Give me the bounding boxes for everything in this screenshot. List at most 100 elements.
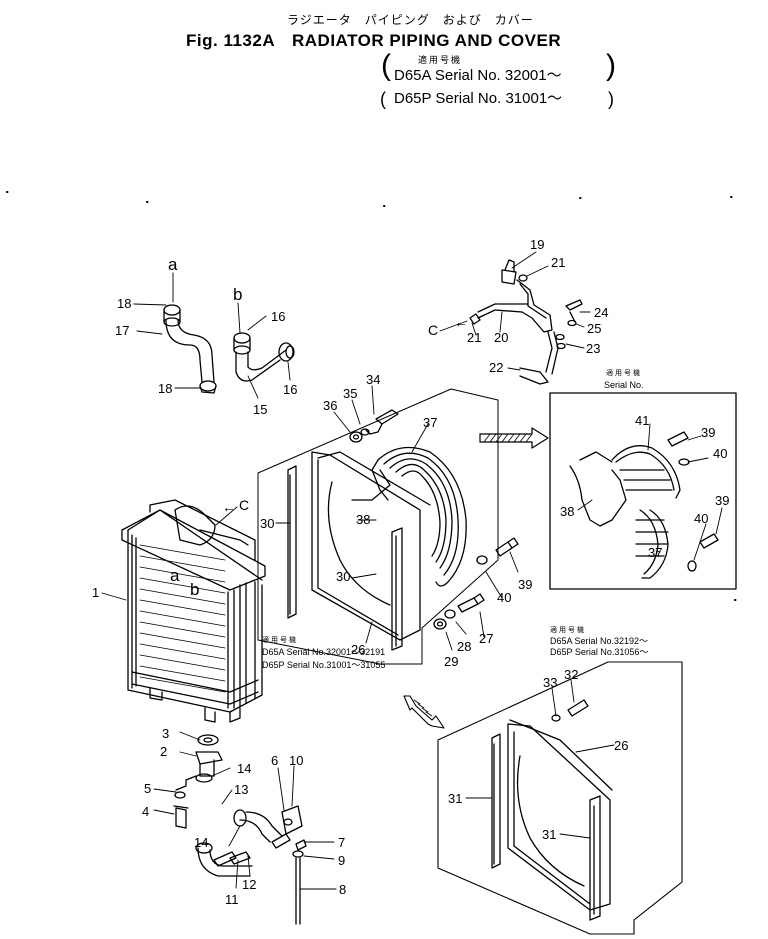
direction-arrow-icon: ← [454,314,468,330]
callout-30: 30 [260,516,275,531]
callout-38: 38 [356,512,371,527]
lower-bolt-32 [551,699,589,722]
callout-1: 1 [92,585,100,600]
callout-2: 2 [160,744,168,759]
bolt-27-group [433,593,485,630]
callout-16-b: 16 [283,382,298,397]
connection-label-c: C [428,322,439,338]
callout-31: 31 [448,791,463,806]
callout-34: 34 [366,372,381,387]
callout-15: 15 [253,402,268,417]
callout-7: 7 [338,835,346,850]
callout-6: 6 [271,753,279,768]
callout-25: 25 [587,321,602,336]
hatched-arrow-to-inset [479,427,549,449]
callout-26-b: 26 [614,738,629,753]
callout-3: 3 [162,726,170,741]
callout-22: 22 [489,360,504,375]
stray-dots [6,191,737,601]
mid-applicable-jp: 適用号機 [262,637,298,644]
callout-4: 4 [142,804,150,819]
callout-40-b: 40 [713,446,728,461]
low-serial-line-2: D65P Serial No.31056～ [550,647,649,657]
side-strip-30 [287,465,403,651]
callout-18-b: 18 [158,381,173,396]
callout-31-b: 31 [542,827,557,842]
lower-shroud-box [437,661,683,935]
leader-lines [101,251,723,890]
callout-21: 21 [551,255,566,270]
direction-arrow-2-icon: ← [222,499,236,515]
callout-14: 14 [237,761,252,776]
page-title: RADIATOR PIPING AND COVER [292,31,562,50]
fan-guard-37 [351,446,467,587]
callout-36: 36 [323,398,338,413]
callout-8: 8 [339,882,347,897]
callout-20: 20 [494,330,509,345]
callout-12: 12 [242,877,257,892]
hatched-double-arrow [403,695,445,729]
paren-close-icon: ) [606,49,616,82]
callout-41: 41 [635,413,650,428]
serial-line-1: D65A Serial No. 32001～ [394,67,562,84]
callout-24: 24 [594,305,609,320]
air-vent-pipe-group [469,259,583,385]
applicable-label-jp: 適用号機 [418,55,463,65]
low-serial-line-1: D65A Serial No.32192～ [550,636,649,646]
bolt-washer-group-34 [349,409,399,443]
callout-35: 35 [343,386,358,401]
arrow-hatching [483,433,533,443]
callout-39-b: 39 [701,425,716,440]
callout-33: 33 [543,675,558,690]
inset-fan-guard-41 [569,431,719,579]
paren-open-2-icon: ( [380,89,386,109]
callout-40: 40 [497,590,512,605]
mid-serial-line-1: D65A Serial No.32001～32191 [262,647,386,657]
callout-26: 26 [351,642,366,657]
callout-18: 18 [117,296,132,311]
fan-shroud-26 [311,451,431,641]
fan-guard-inset-box [549,392,737,590]
lower-shroud-26 [507,719,613,911]
callout-29: 29 [444,654,459,669]
paren-close-2-icon: ) [608,89,614,109]
paren-open-icon: ( [381,49,391,82]
connection-label-a: a [168,255,178,274]
callout-19: 19 [530,237,545,252]
lower-strip-31 [491,733,601,921]
water-hose-17 [163,304,217,394]
water-hose-15 [233,332,295,382]
callout-9: 9 [338,853,346,868]
figure-number: Fig. 1132A [186,31,276,50]
callout-38-b: 38 [560,504,575,519]
connection-label-a-2: a [170,566,180,585]
callout-40-c: 40 [694,511,709,526]
callout-28: 28 [457,639,472,654]
radiator-assembly [121,499,266,723]
connection-label-b: b [233,285,243,304]
callout-11: 11 [225,892,239,907]
callout-30-b: 30 [336,569,351,584]
japanese-title: ラジエータ パイピング および カバー [287,13,534,27]
callout-13: 13 [234,782,249,797]
callout-27: 27 [479,631,494,646]
callout-10: 10 [289,753,304,768]
callout-37: 37 [423,415,438,430]
callout-14-b: 14 [194,835,209,850]
connection-label-b-2: b [190,580,200,599]
shroud-area-outline [257,388,499,665]
connection-label-c-2: C [239,497,250,513]
callout-39: 39 [518,577,533,592]
lower-pipe-group [173,734,307,925]
mid-serial-line-2: D65P Serial No.31001～31055 [262,660,386,670]
callout-23: 23 [586,341,601,356]
inset-serial-label: Serial No. [604,380,644,390]
callout-21-b: 21 [467,330,482,345]
callout-39-c: 39 [715,493,730,508]
callout-5: 5 [144,781,152,796]
callout-17: 17 [115,323,130,338]
callout-37-b: 37 [648,545,663,560]
inset-applicable-jp: 適用号機 [606,370,642,377]
low-applicable-jp: 適用号機 [550,627,586,634]
